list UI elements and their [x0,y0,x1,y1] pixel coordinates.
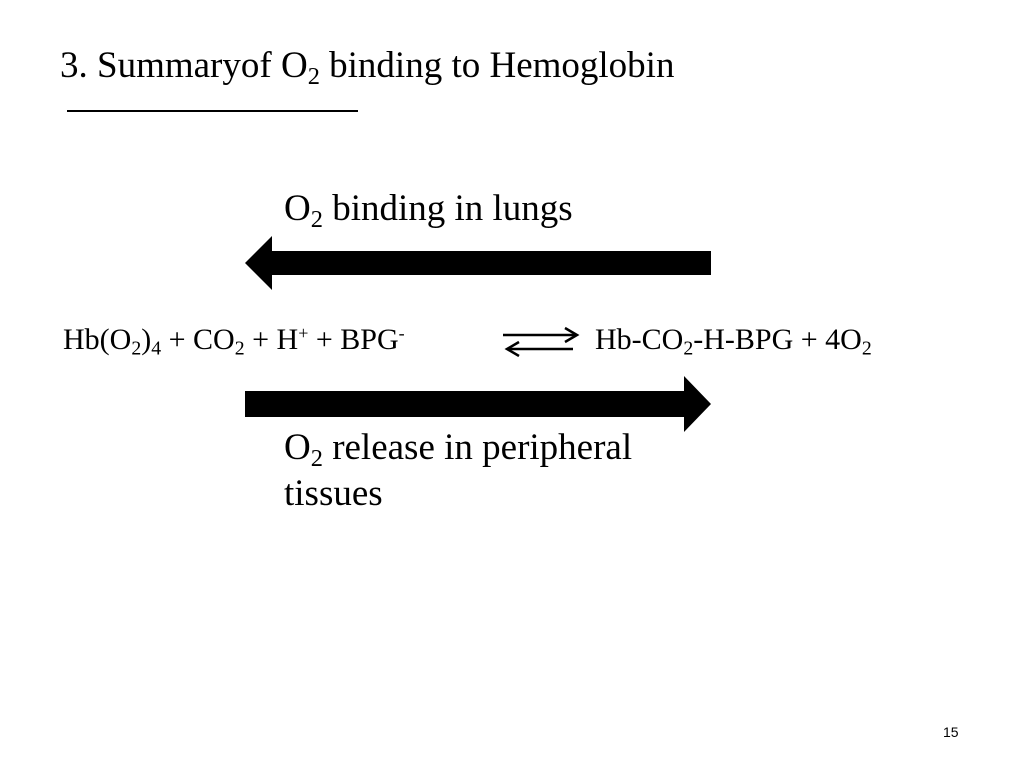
equilibrium-arrows-icon [503,326,580,357]
title-underline [67,110,358,112]
tissue-label-prefix: O [284,427,311,468]
bpg-text: + BPG [308,323,399,356]
tissue-label-subscript: 2 [310,444,323,472]
title-suffix: binding to Hemoglobin [319,45,675,86]
hb-o2-subscript: 2 [131,337,142,360]
tissue-label-line1: O2 release in peripheral [284,425,632,471]
h-text: + H [244,323,299,356]
co2-subscript: 2 [234,337,245,360]
bpg-superscript: - [398,323,405,344]
page-number: 15 [943,724,959,740]
title-prefix: 3. Summaryof O [60,45,308,86]
lung-label-subscript: 2 [310,205,323,233]
co2-text: + CO [161,323,235,356]
slide-title: 3. Summaryof O2 binding to Hemoglobin [60,44,675,90]
equation-reactants: Hb(O2)4 + CO2 + H+ + BPG- [63,320,405,360]
hb-close-paren: ) [141,323,152,356]
lung-label-prefix: O [284,188,311,229]
complex-subscript: 2 [683,337,694,360]
hb-4-subscript: 4 [151,337,162,360]
equation-products: Hb-CO2-H-BPG + 4O2 [595,320,872,360]
o2-product-subscript: 2 [861,337,872,360]
title-subscript: 2 [307,62,320,90]
h-superscript: + [298,323,309,344]
tissue-label-suffix: release in peripheral [322,427,633,468]
lung-binding-label: O2 binding in lungs [284,186,573,232]
tissue-release-label: O2 release in peripheral tissues [284,425,632,517]
complex-suffix: -H-BPG + 4O [693,323,862,356]
right-arrow-icon [245,376,711,432]
tissue-label-line2: tissues [284,473,383,514]
complex-prefix: Hb-CO [595,323,684,356]
lung-label-suffix: binding in lungs [322,188,573,229]
left-arrow-icon [245,236,711,290]
hb-text: Hb(O [63,323,132,356]
